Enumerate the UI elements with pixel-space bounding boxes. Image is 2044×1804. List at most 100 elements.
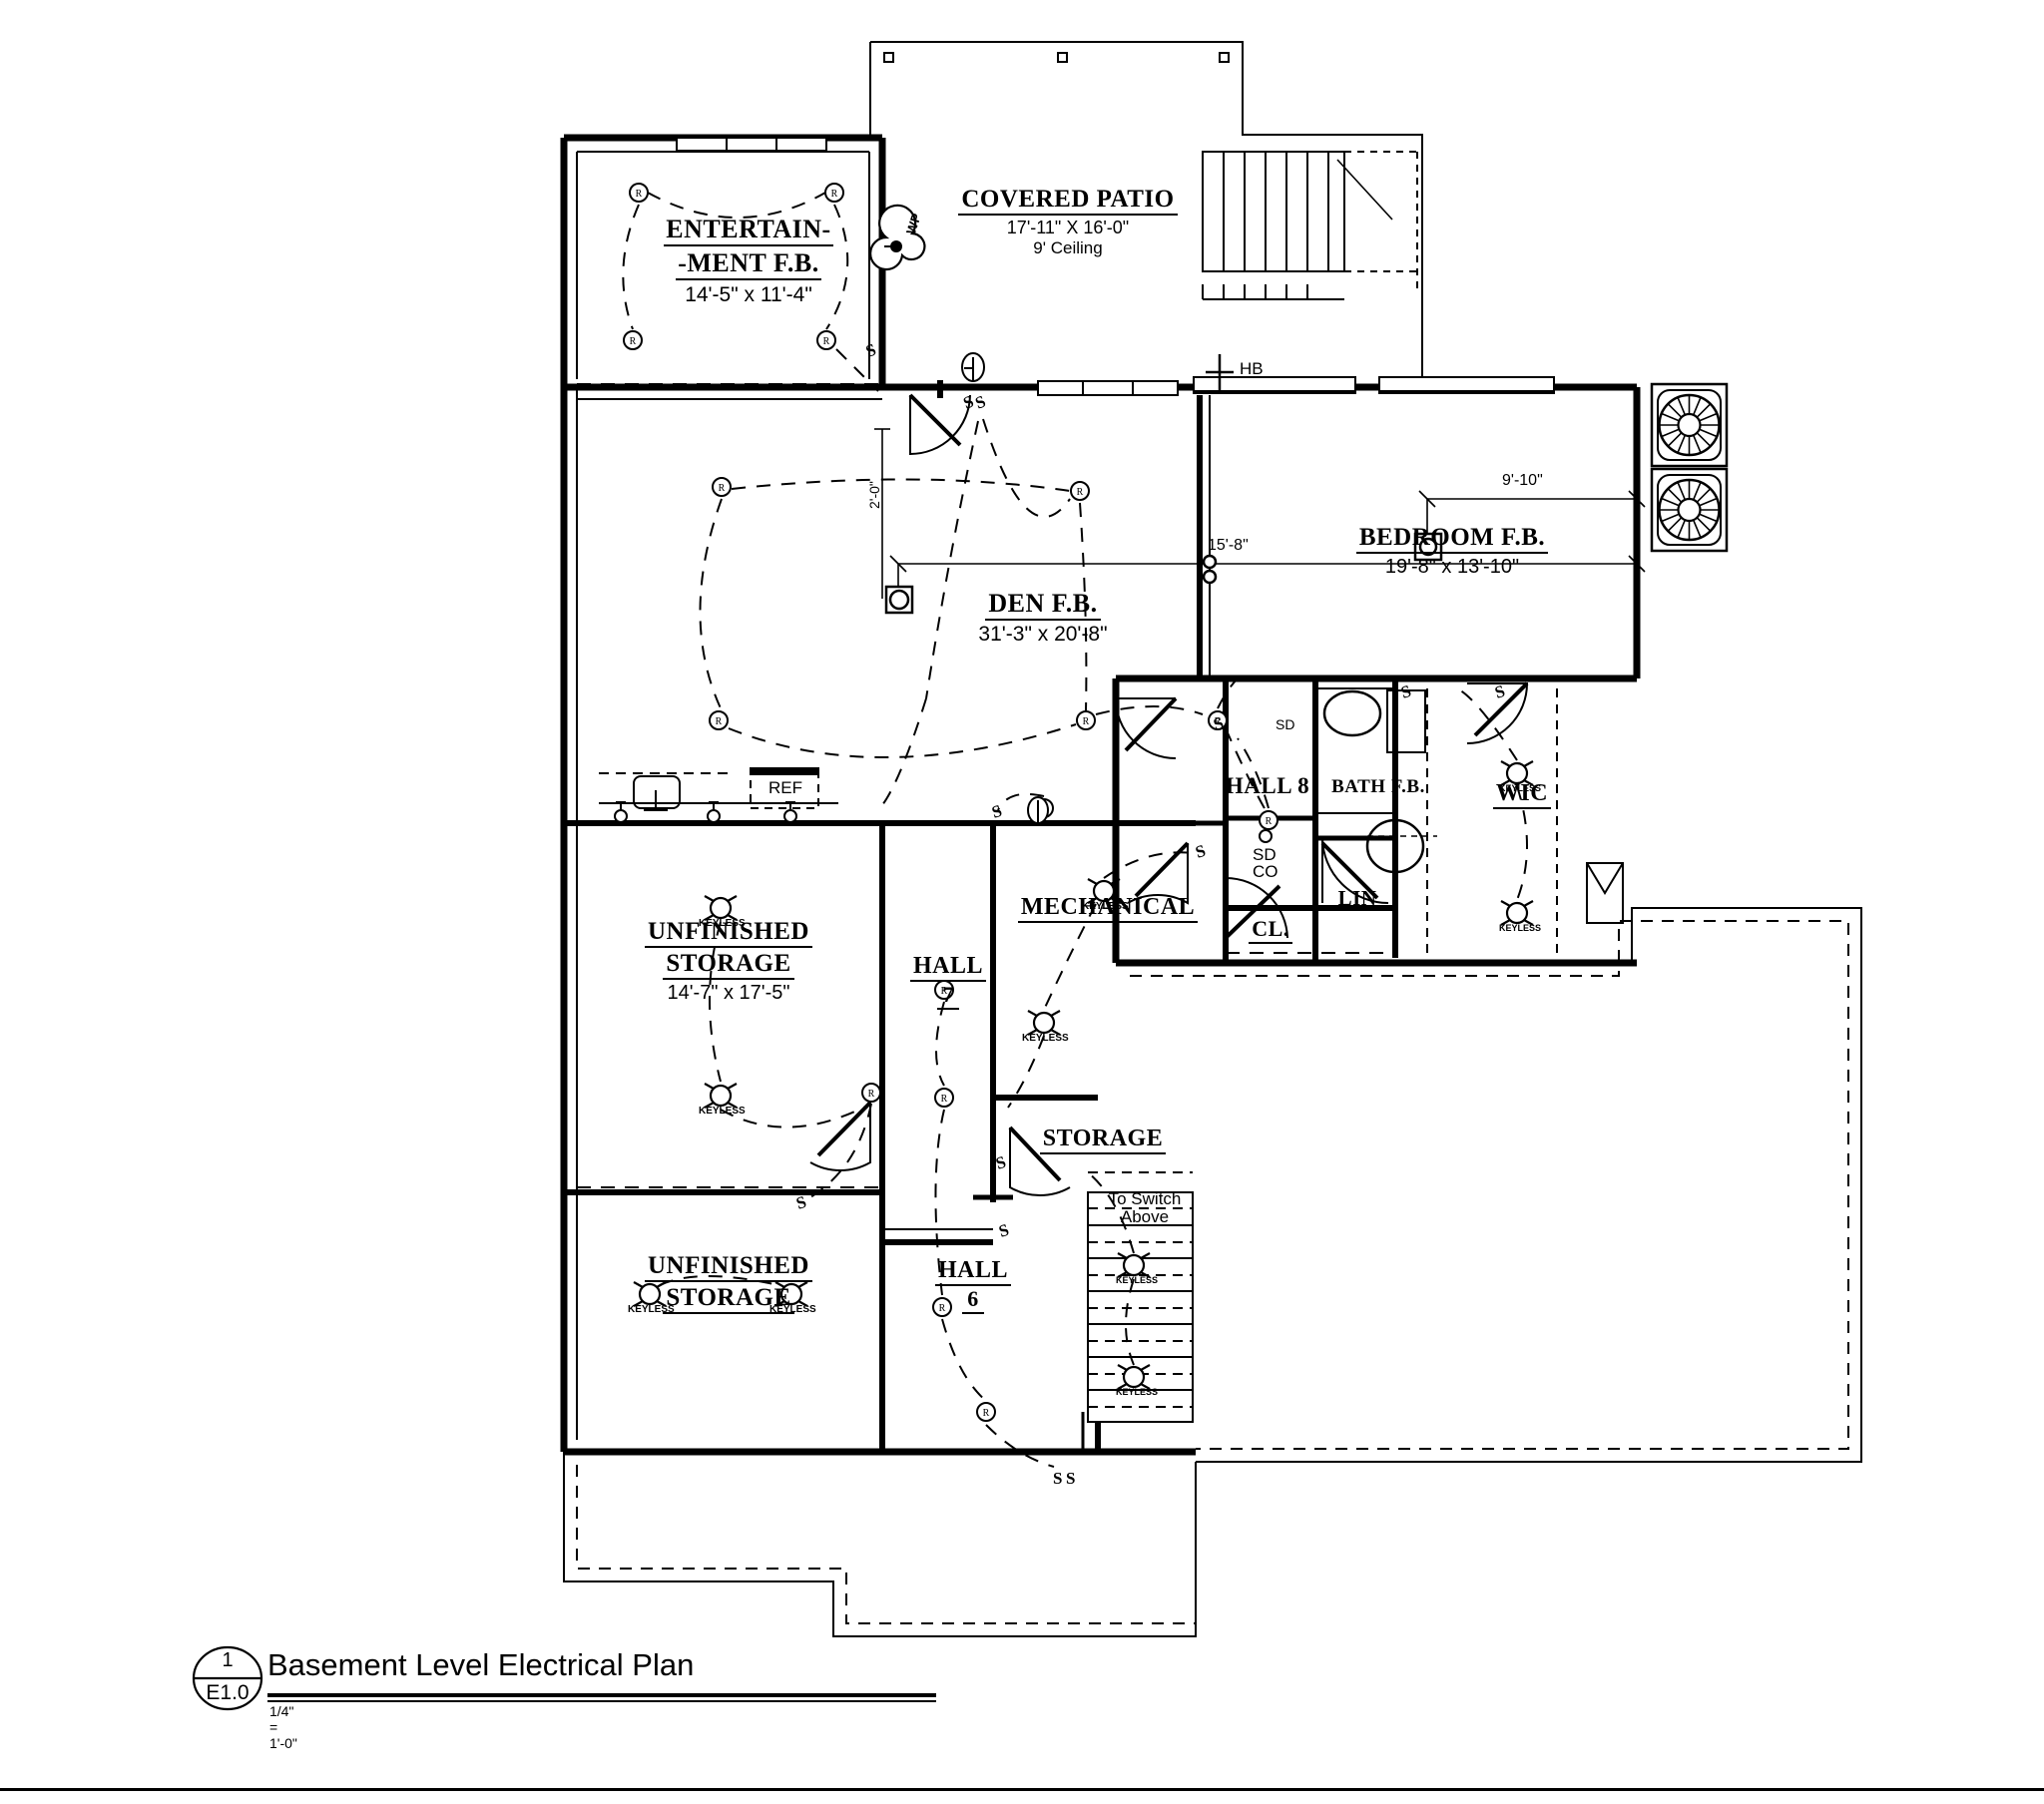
svg-text:S: S [1053, 1469, 1062, 1488]
misc-wall-stubs [1113, 678, 1226, 826]
room-name-line1: BEDROOM F.B. [1355, 524, 1549, 554]
room-dimensions: 17'-11" X 16'-0" [1006, 218, 1130, 237]
title-underline [267, 1693, 936, 1702]
ceiling-light-fixture [961, 352, 985, 382]
plan-geometry [560, 41, 1862, 1637]
smoke-detector-line1: SD [1253, 845, 1277, 864]
stair-note-line2: Above [1120, 1206, 1170, 1226]
room-name-line1: COVERED PATIO [958, 186, 1178, 216]
keyless-fixture [1499, 899, 1535, 927]
storage-interior-walls [564, 1189, 993, 1245]
room-name-line1: UNFINISHED [645, 1252, 812, 1282]
recessed-light [934, 1088, 954, 1108]
room-ceiling-note: 9' Ceiling [1033, 238, 1103, 257]
dimension-lines [874, 428, 1646, 599]
keyless-label: KEYLESS [628, 1304, 675, 1315]
room-name-line2: -MENT F.B. [676, 248, 821, 280]
refrigerator-label: REF [768, 778, 802, 797]
keyless-label: KEYLESS [1022, 1033, 1069, 1044]
patio-stairs [1202, 151, 1418, 300]
recessed-light [629, 183, 649, 203]
detail-number: 1 [222, 1649, 234, 1671]
room-name-line2: STORAGE [663, 950, 794, 980]
sheet-border-bottom [0, 1788, 2044, 1791]
svg-text:S: S [1398, 681, 1413, 702]
recessed-light [1259, 810, 1278, 830]
lower-left-outline [563, 1452, 1197, 1637]
room-name-line1: MECHANICAL [1017, 894, 1199, 923]
room-label-storage: STORAGE [1018, 1126, 1188, 1154]
den-south-wall [564, 820, 1196, 1202]
duplex-receptacle [707, 801, 721, 823]
keyless-label: KEYLESS [1116, 1387, 1159, 1397]
recessed-light [861, 1083, 881, 1103]
keyless-label: KEYLESS [1499, 783, 1542, 793]
room-label-bedroom: BEDROOM F.B. 19'-8" x 13'-10" [1327, 524, 1577, 579]
ceiling-light-fixture [1027, 796, 1049, 824]
kitchenette [599, 767, 838, 811]
keyless-fixture [1026, 1009, 1062, 1037]
room-dimensions: 19'-8" x 13'-10" [1384, 556, 1520, 578]
room-label-hall6: HALL 6 [923, 1257, 1023, 1314]
room-label-entertainment: ENTERTAIN- -MENT F.B. 14'-5" x 11'-4" [644, 215, 853, 307]
svg-text:S: S [1193, 841, 1208, 862]
room-name-line2: 6 [962, 1286, 984, 1314]
stair-switch-note: To Switch Above [1100, 1190, 1190, 1226]
recessed-light [709, 710, 729, 730]
room-dimensions: 31'-3" x 20'-8" [978, 623, 1108, 646]
keyless-fixture [703, 894, 739, 922]
device-box [884, 532, 1443, 615]
north-wall-openings [937, 376, 1555, 398]
detail-bubble [192, 1645, 263, 1711]
room-name-line1: DEN F.B. [985, 589, 1101, 621]
recessed-light [976, 1402, 996, 1422]
room-name-line1: ENTERTAIN- [664, 215, 833, 246]
dimension-den-width: 15'-8" [1208, 537, 1249, 554]
keyless-fixture [703, 1082, 739, 1110]
recessed-light [1070, 481, 1090, 501]
room-label-den: DEN F.B. 31'-3" x 20'-8" [933, 589, 1153, 647]
condenser-unit-1 [1650, 382, 1729, 468]
room-label-linen: LIN [1317, 886, 1397, 911]
dimension-bedroom-width: 9'-10" [1502, 472, 1543, 489]
room-label-closet: CL. [1226, 916, 1315, 944]
room-label-covered-patio: COVERED PATIO 17'-11" X 16'-0" 9' Ceilin… [938, 186, 1198, 258]
switch-leg-wiring [622, 192, 1528, 1468]
room-dimensions: 14'-5" x 11'-4" [685, 283, 812, 306]
svg-text:S: S [989, 801, 1004, 822]
smoke-detector-line2: CO [1253, 862, 1278, 882]
keyless-label: KEYLESS [1116, 1275, 1159, 1285]
drawing-title: Basement Level Electrical Plan [267, 1647, 695, 1682]
smoke-detector-symbol [1259, 829, 1273, 843]
keyless-label: KEYLESS [699, 918, 746, 929]
room-dimensions: 14'-7" x 17'-5" [667, 982, 790, 1004]
door-swings [809, 393, 1529, 1200]
room-name-line1: HALL 8 [1225, 773, 1310, 798]
room-name-line1: CL. [1249, 916, 1292, 944]
keyless-label: KEYLESS [1082, 901, 1129, 912]
room-name-line1: HALL [934, 1257, 1011, 1286]
room-label-hall8: HALL 8 [1203, 773, 1332, 799]
hose-bib-label: HB [1240, 359, 1264, 378]
recessed-light [1076, 710, 1096, 730]
recessed-light [816, 330, 836, 350]
svg-text:S: S [1066, 1469, 1075, 1488]
switch-symbol: S S S S S S S S S S S S S [793, 340, 1507, 1488]
duplex-receptacle [614, 801, 628, 823]
bath-door-sd-label: SD [1276, 716, 1295, 732]
adjacent-slab-outline [1116, 907, 1862, 1463]
svg-text:S: S [996, 1220, 1011, 1241]
wp-outlet [869, 204, 926, 271]
room-name-line2: STORAGE [663, 1284, 794, 1314]
room-name-line1: BATH F.B. [1331, 776, 1425, 797]
room-label-mechanical: MECHANICAL [1008, 894, 1208, 923]
hose-bib-symbol [1206, 354, 1234, 391]
duplex-receptacle [783, 801, 797, 823]
dimension-den-vertical: 2'-0" [866, 481, 882, 509]
room-label-wic: WIC [1467, 780, 1577, 809]
room-name-line2: 7 [937, 982, 959, 1010]
room-label-unfinished-storage-lower: UNFINISHED STORAGE [629, 1252, 828, 1314]
svg-text:S: S [863, 340, 878, 361]
